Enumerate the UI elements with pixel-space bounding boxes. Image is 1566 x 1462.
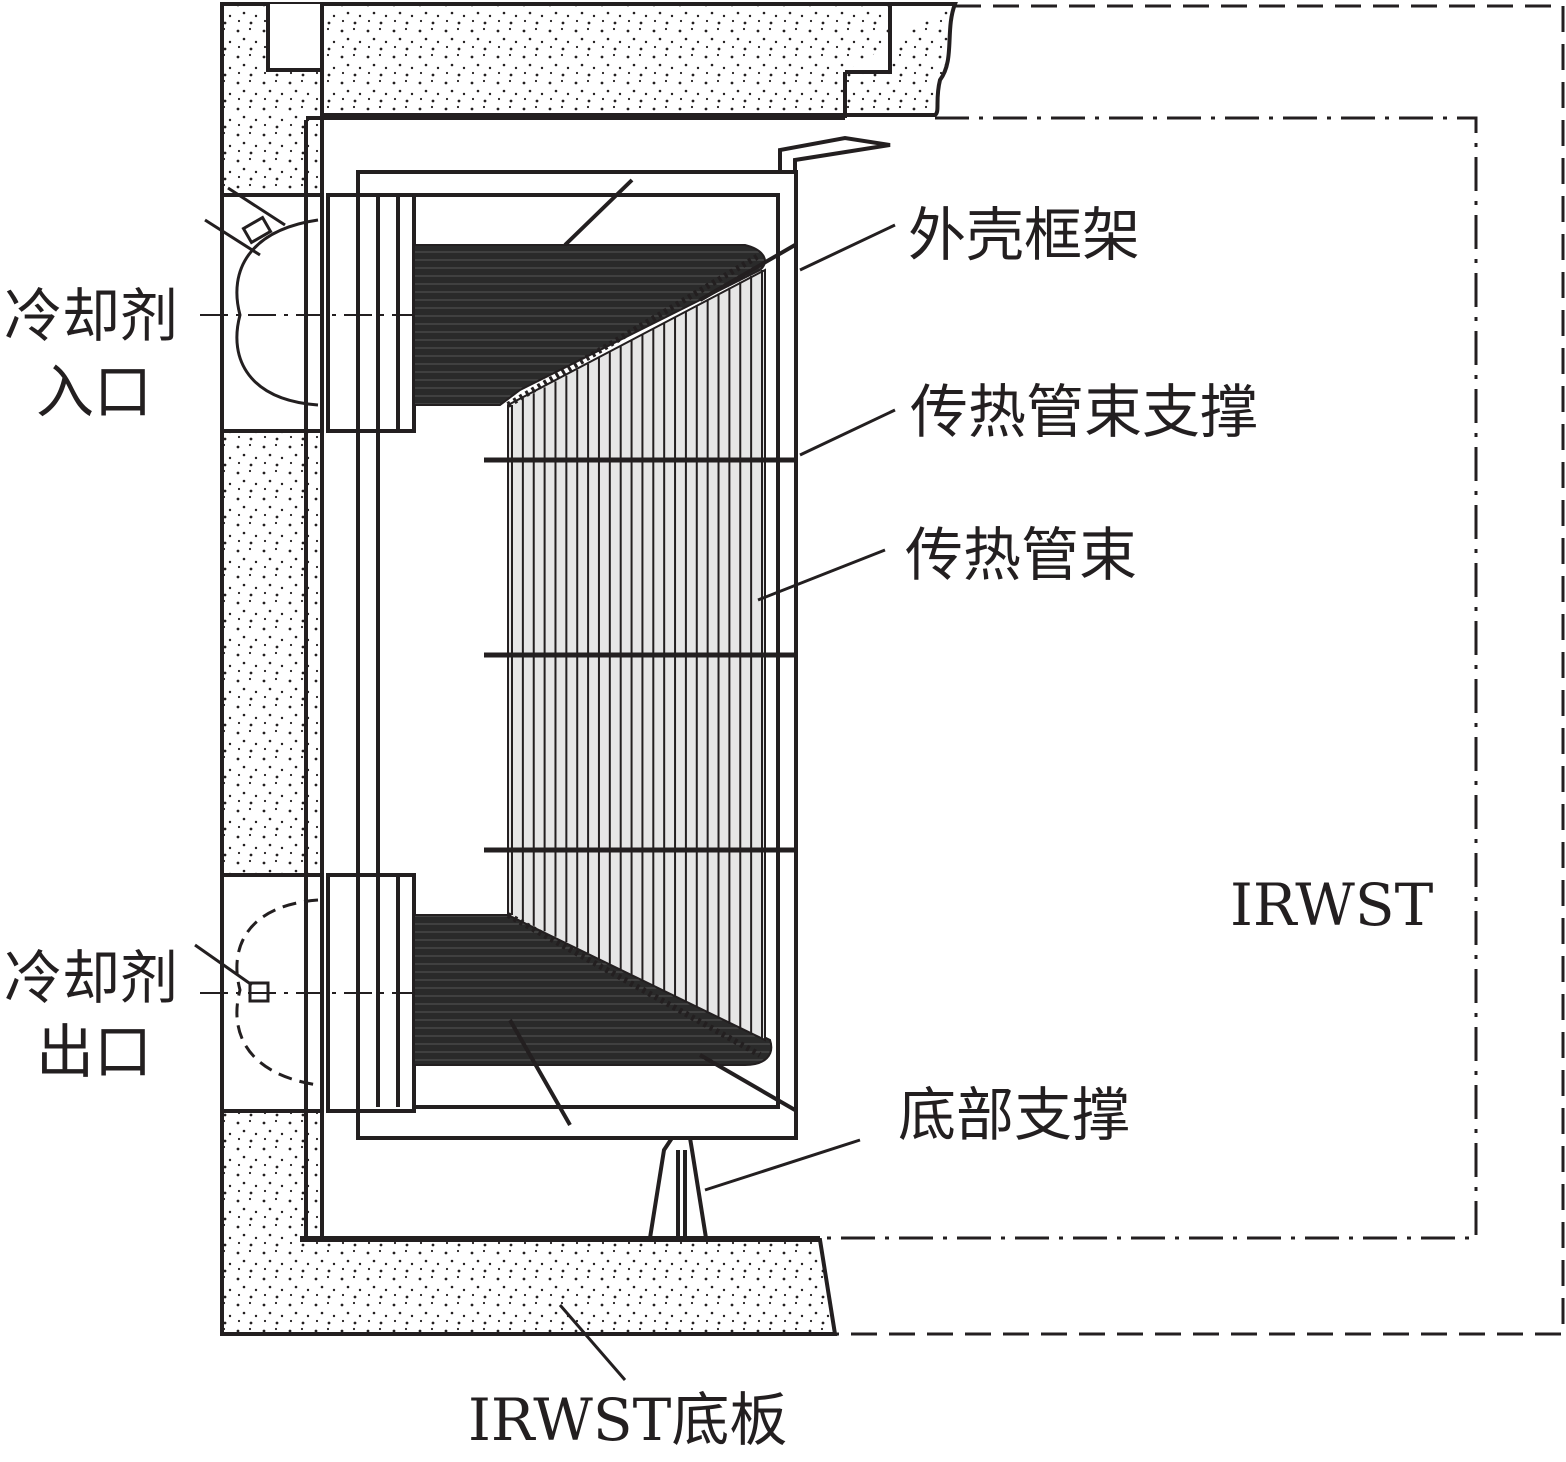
label-coolant-outlet-2: 出口 [36,1018,152,1086]
hanger-bracket [778,135,891,172]
bottom-support [647,1136,709,1240]
top-hanger [778,135,891,172]
tube-bundle-supports [484,457,796,853]
irwst-inner-dashdot-line [820,116,1478,1240]
irwst-outer-dashed-line [835,4,1565,1336]
label-coolant-inlet-2: 入口 [36,358,152,426]
inlet-nozzle-pipe-2 [227,186,286,227]
brace-lower [508,1019,572,1126]
frame-braces [508,178,797,1126]
top-slab-step [845,2,955,74]
leader-irwst-floor [558,1304,627,1381]
concrete-structure [220,2,958,1336]
leader-tube-support [799,408,896,457]
brace-upper [563,178,634,247]
concrete-top-slab [320,2,958,117]
nozzle-heads [194,186,319,1087]
nozzle-centerlines [200,314,414,994]
leader-tube-bundle [757,548,886,602]
text-labels: 外壳框架 传热管束支撑 传热管束 冷却剂 入口 冷却剂 出口 IRWST 底部支… [4,201,1434,1454]
label-bottom-support: 底部支撑 [898,1081,1130,1149]
label-tube-bundle: 传热管束 [905,521,1137,589]
label-tube-bundle-support: 传热管束支撑 [910,378,1258,446]
brace-lower-right [698,1053,797,1112]
leader-bottom-support [704,1138,861,1192]
inlet-nozzle-flange [241,215,273,245]
label-coolant-inlet-1: 冷却剂 [4,282,178,350]
top-slab-notch [266,4,324,72]
leader-lines [558,223,896,1381]
inlet-nozzle-pipe [204,218,261,257]
irwst-boundary [820,4,1565,1336]
label-irwst: IRWST [1230,871,1434,939]
lower-bend-coil [506,912,762,1058]
label-irwst-floor: IRWST底板 [468,1386,787,1454]
outlet-channel-head [235,898,319,1087]
label-shell-frame: 外壳框架 [908,201,1140,269]
brace-upper-right [698,243,797,302]
leader-shell-frame [799,223,896,272]
label-coolant-outlet-1: 冷却剂 [4,944,178,1012]
tube-bundle-lower-horizontal [413,914,773,1066]
outlet-nozzle-pipe [194,943,253,987]
tube-sheet-upper [326,193,416,433]
